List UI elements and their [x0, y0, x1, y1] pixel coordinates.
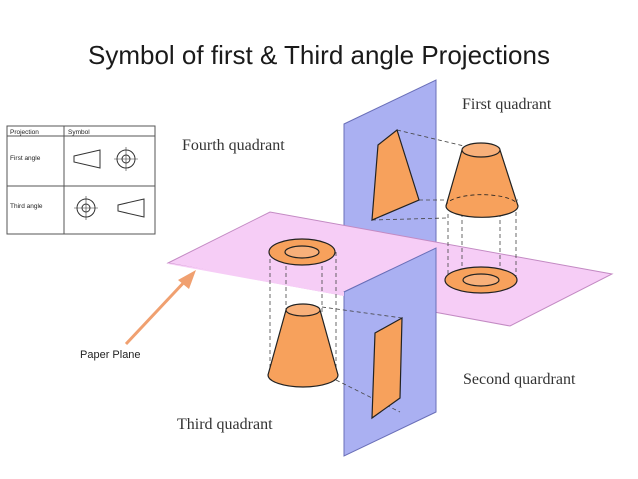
concentric-circles-symbol-icon: [114, 147, 138, 171]
horizontal-plane-edge: [168, 263, 344, 296]
top-view-inner-circle: [284, 245, 320, 259]
table-header-projection: Projection: [10, 129, 39, 136]
symbol-table: Projection Symbol First angle Third angl…: [6, 125, 156, 235]
third-quadrant-label: Third quadrant: [177, 416, 273, 433]
table-header-symbol: Symbol: [68, 129, 90, 136]
front-view-trapezoid: [371, 316, 403, 420]
frustum-body: [267, 309, 339, 388]
frustum-symbol-icon: [117, 198, 145, 218]
third-quadrant-object: [267, 238, 403, 420]
top-view-inner-circle: [462, 273, 500, 287]
concentric-circles-symbol-icon: [74, 196, 98, 220]
slide-title: Symbol of first & Third angle Projection…: [88, 40, 550, 70]
first-quadrant-object: [371, 128, 519, 294]
paper-plane-arrow: [124, 270, 196, 346]
frustum-top: [461, 142, 501, 158]
symbol-table-border: [6, 125, 156, 235]
second-quadrant-label: Second quardrant: [463, 371, 576, 388]
front-view-trapezoid: [371, 128, 420, 221]
frustum-body: [445, 149, 519, 218]
frustum-top: [285, 303, 321, 317]
paper-plane-label: Paper Plane: [80, 349, 141, 361]
fourth-quadrant-label: Fourth quadrant: [182, 137, 285, 154]
frustum-symbol-icon: [73, 149, 101, 169]
table-row-first-angle: First angle: [10, 155, 41, 162]
table-row-third-angle: Third angle: [10, 203, 43, 210]
first-quadrant-label: First quadrant: [462, 96, 552, 113]
